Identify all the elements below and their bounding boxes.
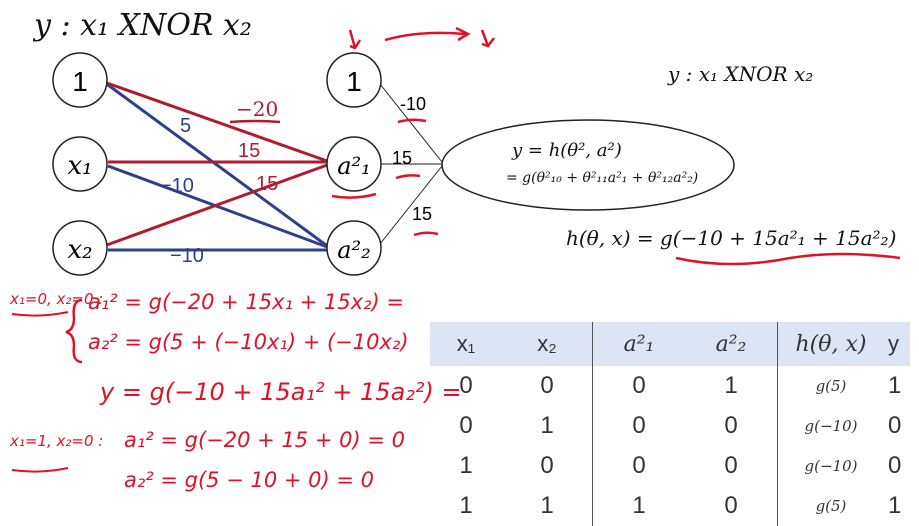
cell-x2: 0 [540,452,554,479]
weight-b2-out: -10 [400,94,426,114]
node-bias-1-label: 1 [72,66,88,97]
node-bias-2 [326,52,382,108]
cell-y: 1 [888,372,902,399]
cell-x2: 1 [540,492,554,519]
edge-x1-a2 [107,164,331,250]
weight-a2-out: 15 [412,204,432,224]
cell-x1: 1 [459,492,473,519]
handwritten-eq-y: y = g(−10 + 15a₁² + 15a₂²) = [100,378,462,406]
ink-arrow-down-right [480,29,495,48]
title: y : x₁ XNOR x₂ [34,8,252,43]
node-a2 [326,220,382,276]
cell-x2: 1 [540,412,554,439]
truth-table: x₁ x₂ a²₁ a²₂ h(θ, x) y 0 0 0 1 g(5) 1 0… [430,322,910,526]
ink-arrow-right [384,26,471,42]
weight-1-a2: 5 [180,115,191,137]
cell-a1: 0 [592,366,685,406]
header-h: h(θ, x) [777,322,884,366]
cell-x1: 0 [459,372,473,399]
handwritten-eq-a1: a₁² = g(−20 + 15x₁ + 15x₂) = [88,290,404,314]
ink-mark-out-a2 [413,231,439,237]
node-a1 [326,136,382,192]
handwritten-eq2-a1: a₁² = g(−20 + 15 + 0) = 0 [124,428,405,452]
ink-mark-out-bias [397,118,427,124]
cell-a2: 0 [724,492,738,519]
weight-1-a1: −20 [236,97,278,121]
cell-h: g(5) [777,366,884,406]
handwritten-case2-label: x₁=1, x₂=0 : [10,432,104,450]
output-node [441,119,735,211]
cell-a1: 0 [592,446,685,486]
header-x2: x₂ [502,322,593,366]
ink-mark-out-a1 [395,174,421,180]
ink-underline-a1 [331,192,377,199]
edge-x2-a1 [103,162,331,248]
cell-a2: 0 [724,412,738,439]
edge-a2-out [379,165,443,245]
output-node-line2: = g(θ²₁₀ + θ²₁₁a²₁ + θ²₁₂a²₂) [506,170,699,186]
title-right: y : x₁ XNOR x₂ [668,62,814,86]
handwritten-case1-label: x₁=0, x₂=0 : [10,290,104,308]
ink-brace [65,298,83,364]
h-formula: h(θ, x) = g(−10 + 15a²₁ + 15a²₂) [566,226,897,250]
node-bias-2-label: 1 [346,66,362,97]
handwritten-eq-a2: a₂² = g(5 + (−10x₁) + (−10x₂) [88,330,409,354]
cell-y: 0 [888,452,902,479]
ink-underline-case1 [11,311,69,317]
weight-a1-out: 15 [392,148,412,168]
cell-h: g(5) [777,486,884,526]
node-bias-1 [52,52,108,108]
underline-weight-1-a1 [229,119,281,124]
cell-a1: 0 [592,406,685,446]
ink-underline-case2 [11,467,69,473]
header-a2: a²₂ [685,322,778,366]
edge-1-a1 [103,80,331,164]
weight-x2-a1: 15 [256,173,278,195]
handwritten-eq2-a2: a₂² = g(5 − 10 + 0) = 0 [124,468,375,492]
node-x2 [52,220,108,276]
cell-x2: 0 [540,372,554,399]
node-a1-label: a²₁ [337,152,371,180]
cell-y: 0 [888,412,902,439]
edge-b2-out [379,83,443,163]
cell-h: g(−10) [777,406,884,446]
table-row: 0 0 0 1 g(5) 1 [430,366,910,406]
table-header-row: x₁ x₂ a²₁ a²₂ h(θ, x) y [430,322,910,366]
cell-x1: 1 [459,452,473,479]
weight-x1-a2: −10 [160,175,194,197]
table-row: 1 1 1 0 g(5) 1 [430,486,910,526]
node-x2-label: x₂ [67,235,92,265]
edge-1-a2 [103,80,331,250]
weight-x2-a2: −10 [170,245,204,267]
ink-underline-h-formula [675,252,901,266]
cell-a2: 1 [724,372,738,399]
output-node-line1: y = h(θ², a²) [512,140,622,161]
header-y: y [884,322,910,366]
cell-y: 1 [888,492,902,519]
table-row: 1 0 0 0 g(−10) 0 [430,446,910,486]
weight-x1-a1: 15 [238,140,260,162]
node-x1-label: x₁ [67,151,92,181]
node-a2-label: a²₂ [337,236,371,264]
header-x1: x₁ [430,322,502,366]
cell-a1: 1 [592,486,685,526]
cell-x1: 0 [459,412,473,439]
ink-arrow-down-left [348,29,362,50]
header-a1: a²₁ [592,322,685,366]
table-row: 0 1 0 0 g(−10) 0 [430,406,910,446]
cell-a2: 0 [724,452,738,479]
node-x1 [52,136,108,192]
cell-h: g(−10) [777,446,884,486]
